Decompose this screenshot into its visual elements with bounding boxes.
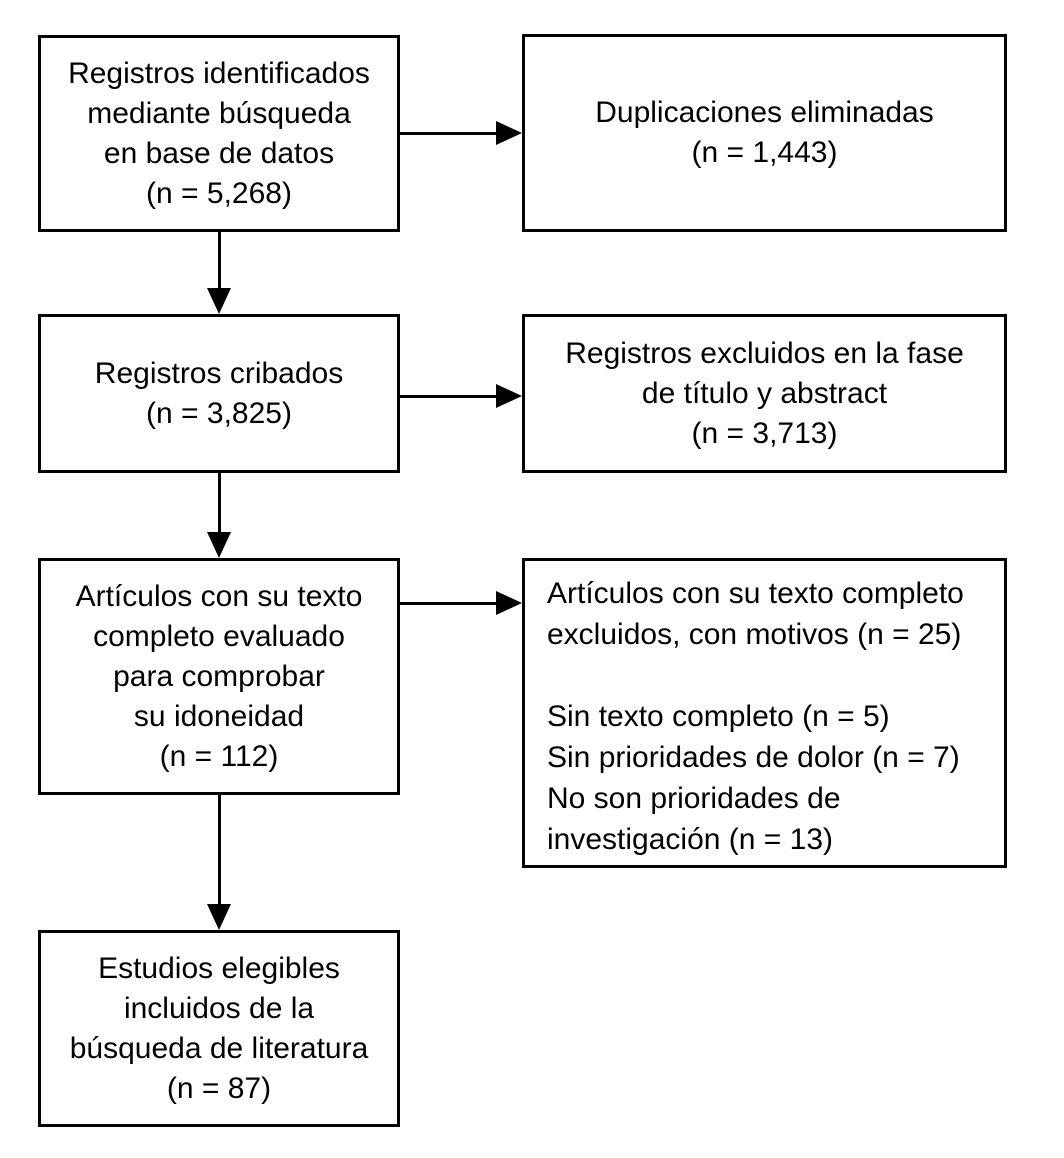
box-studies-included: Estudios elegibles incluidos de la búsqu… bbox=[38, 930, 400, 1127]
arrow-identified-to-screened bbox=[207, 232, 231, 314]
arrowhead-right-icon bbox=[496, 591, 522, 615]
arrow-line bbox=[217, 473, 221, 532]
arrow-identified-to-duplicates bbox=[400, 121, 522, 145]
arrow-line bbox=[217, 232, 221, 288]
box-fulltext-assessed: Artículos con su texto completo evaluado… bbox=[38, 558, 400, 795]
arrow-line bbox=[217, 795, 221, 904]
box-records-screened-text: Registros cribados (n = 3,825) bbox=[94, 356, 344, 430]
arrow-line bbox=[400, 131, 496, 135]
box-fulltext-excluded-text: Artículos con su texto completo excluido… bbox=[547, 577, 964, 856]
arrowhead-down-icon bbox=[207, 904, 231, 930]
arrowhead-right-icon bbox=[496, 121, 522, 145]
arrow-line bbox=[400, 601, 496, 605]
box-duplicates-removed-text: Duplicaciones eliminadas (n = 1,443) bbox=[595, 96, 934, 169]
box-records-excluded-text: Registros excluidos en la fase de título… bbox=[565, 336, 964, 450]
arrow-fulltext-to-included bbox=[207, 795, 231, 930]
box-records-identified: Registros identificados mediante búsqued… bbox=[38, 35, 400, 232]
arrowhead-down-icon bbox=[207, 288, 231, 314]
arrow-line bbox=[400, 394, 496, 398]
arrowhead-down-icon bbox=[207, 532, 231, 558]
box-fulltext-assessed-text: Artículos con su texto completo evaluado… bbox=[75, 579, 363, 773]
arrow-screened-to-excluded bbox=[400, 384, 522, 408]
box-studies-included-text: Estudios elegibles incluidos de la búsqu… bbox=[69, 951, 369, 1105]
arrow-screened-to-fulltext bbox=[207, 473, 231, 558]
box-records-excluded-title-abstract: Registros excluidos en la fase de título… bbox=[522, 314, 1007, 473]
arrowhead-right-icon bbox=[496, 384, 522, 408]
box-records-screened: Registros cribados (n = 3,825) bbox=[38, 314, 400, 473]
box-records-identified-text: Registros identificados mediante búsqued… bbox=[68, 56, 370, 210]
box-fulltext-excluded: Artículos con su texto completo excluido… bbox=[522, 558, 1007, 868]
box-duplicates-removed: Duplicaciones eliminadas (n = 1,443) bbox=[522, 34, 1007, 232]
arrow-fulltext-to-excluded bbox=[400, 591, 522, 615]
